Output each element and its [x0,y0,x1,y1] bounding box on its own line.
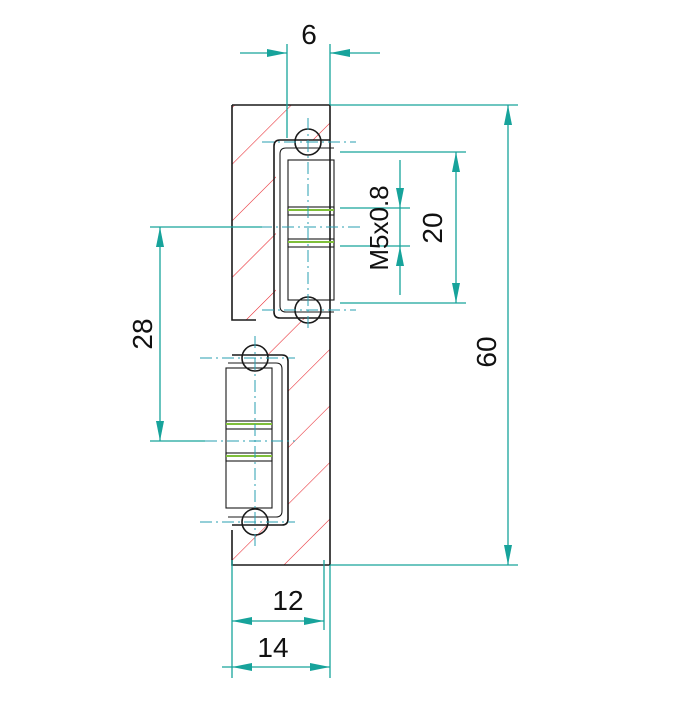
lower-carriage [225,344,273,536]
dim-6-label: 6 [301,19,317,50]
thread-callout: M5x0.8 [340,160,410,295]
dim-12-label: 12 [272,585,303,616]
thread-label: M5x0.8 [364,185,394,270]
dim-14-label: 14 [257,632,288,663]
dimension-6: 6 [240,19,380,138]
dim-60-label: 60 [471,336,502,367]
dimension-60: 60 [330,104,518,566]
dim-28-label: 28 [127,318,158,349]
dimension-28: 28 [127,226,262,442]
center-lines [200,118,360,548]
profile-hatching [222,105,334,565]
dim-20-label: 20 [417,212,448,243]
dimension-12: 12 [231,560,325,678]
dimension-20: 20 [340,151,466,304]
dimension-14: 14 [222,565,331,678]
